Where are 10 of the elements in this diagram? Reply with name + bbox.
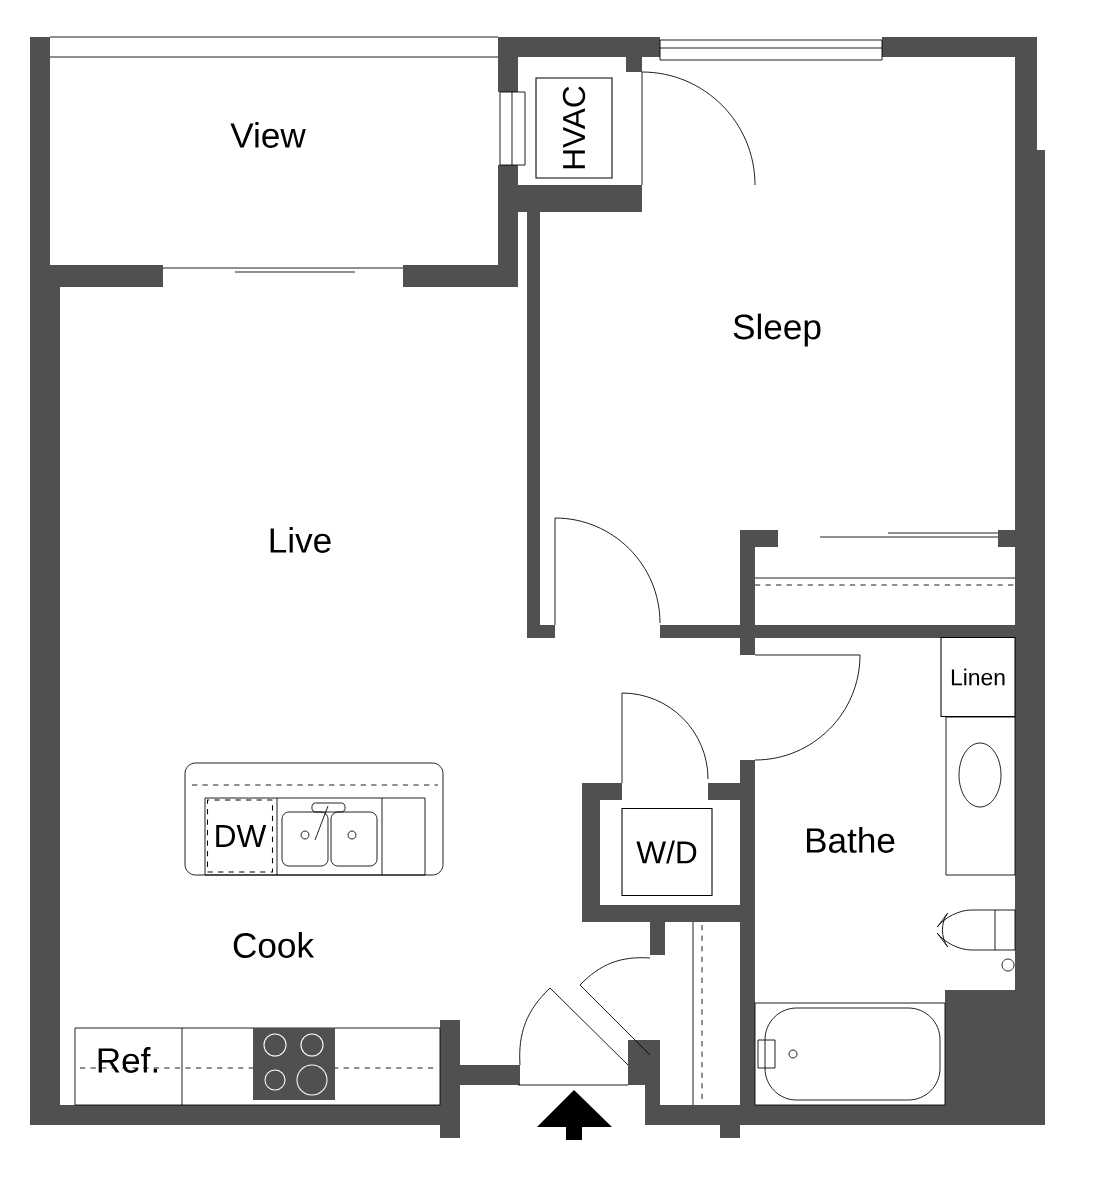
room-label: Live <box>270 527 331 553</box>
appliance-box: W/D <box>621 808 713 897</box>
room-label: Bathe <box>806 827 895 853</box>
appliance-box: DW <box>206 799 274 873</box>
equipment-box: HVAC <box>535 77 613 179</box>
room-label: Cook <box>233 932 315 958</box>
appliance-label: Ref. <box>98 1047 157 1073</box>
closet-box: Linen <box>940 637 1016 718</box>
room-label: Sleep <box>733 313 821 347</box>
room-label: View <box>230 122 306 148</box>
